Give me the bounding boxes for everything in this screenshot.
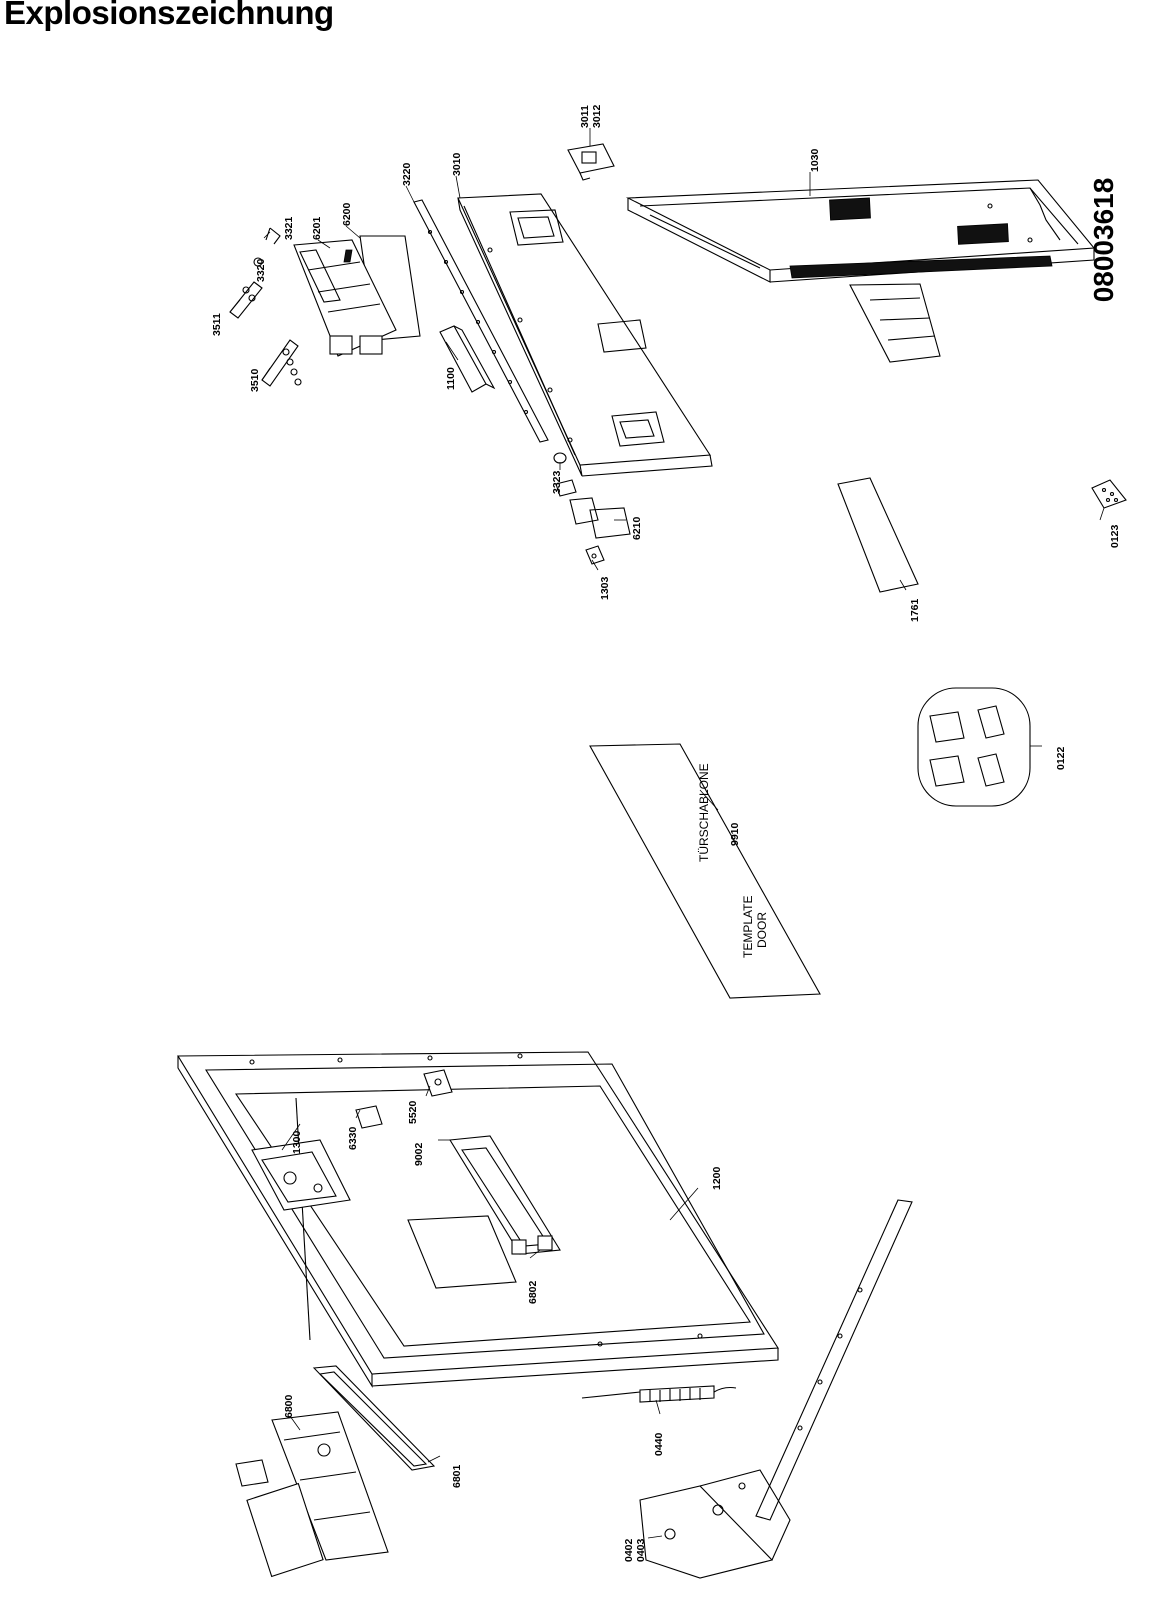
part-1300-dispenser (251, 1139, 351, 1211)
label-9002: 9002 (413, 1142, 425, 1166)
part-3321-clip (265, 227, 281, 245)
label-3320: 3320 (255, 258, 267, 282)
part-0440-spring (581, 1385, 737, 1403)
part-3220-rail (413, 199, 549, 443)
leader-lines (229, 128, 1105, 1539)
label-1030: 1030 (809, 148, 821, 172)
label-3323: 3323 (551, 470, 563, 494)
label-6200: 6200 (341, 202, 353, 226)
label-6210: 6210 (631, 516, 643, 540)
template-label-en-2: DOOR (755, 912, 769, 948)
part-3320-screw (253, 257, 263, 267)
label-1303: 1303 (599, 576, 611, 600)
part-6330-component (355, 1105, 383, 1129)
label-3510: 3510 (249, 368, 261, 392)
label-3011: 3011 (579, 105, 591, 128)
label-1300: 1300 (291, 1130, 303, 1154)
label-0440: 0440 (653, 1432, 665, 1456)
label-6800: 6800 (283, 1394, 295, 1418)
label-3010: 3010 (451, 152, 463, 176)
label-3220: 3220 (401, 162, 413, 186)
part-9910-door-template (589, 743, 821, 999)
part-1100-handle (439, 325, 496, 393)
part-3510-button-strip (261, 339, 302, 387)
part-6200-control-module (293, 235, 421, 357)
part-labels: 3011 3012 1030 3220 3010 6200 6201 3321 … (211, 104, 1121, 1562)
part-6801-gasket (312, 1365, 436, 1471)
label-3321: 3321 (283, 216, 295, 240)
label-0122: 0122 (1055, 746, 1067, 770)
part-6210-lock (555, 479, 631, 539)
part-1761-insulation (837, 477, 919, 593)
label-5520: 5520 (407, 1100, 419, 1124)
page-title: Explosionszeichnung (4, 0, 334, 31)
label-1100: 1100 (445, 367, 457, 390)
label-6330: 6330 (347, 1126, 359, 1150)
template-text: TÜRSCHABLONE TEMPLATE DOOR (697, 763, 769, 958)
part-1030-outer-door-panel (625, 179, 1096, 363)
label-3012: 3012 (591, 104, 603, 128)
part-1303-latch (585, 545, 605, 565)
label-3511: 3511 (211, 313, 223, 336)
label-1761: 1761 (909, 598, 921, 622)
part-3010-inner-panel (457, 193, 713, 477)
template-label-de: TÜRSCHABLONE (697, 763, 711, 862)
label-6802: 6802 (527, 1280, 539, 1304)
part-1200-door-frame (177, 1051, 779, 1388)
part-0123-plate (1091, 479, 1127, 509)
part-6800-dispenser-unit (235, 1411, 389, 1578)
part-0402-hinge-arm (639, 1199, 913, 1579)
label-0123: 0123 (1109, 524, 1121, 548)
label-6201: 6201 (311, 216, 323, 240)
label-9910: 9910 (729, 822, 741, 846)
label-0403: 0403 (635, 1538, 647, 1562)
label-1200: 1200 (711, 1166, 723, 1190)
label-0402: 0402 (623, 1538, 635, 1562)
label-6801: 6801 (451, 1464, 463, 1488)
part-3011-plate (567, 143, 615, 181)
part-3511-button-strip (229, 281, 263, 319)
part-3323-knob (553, 452, 567, 464)
part-0122-kit (917, 687, 1031, 807)
template-label-en-1: TEMPLATE (741, 896, 755, 958)
